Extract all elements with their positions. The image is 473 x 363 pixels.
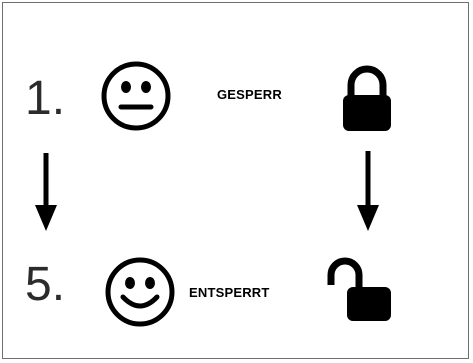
smiling-face-icon bbox=[105, 257, 175, 327]
neutral-face-icon bbox=[101, 61, 171, 131]
status-label-locked: GESPERR bbox=[217, 87, 282, 102]
padlock-open-icon bbox=[327, 257, 391, 321]
step-number-1: 1. bbox=[25, 72, 66, 125]
padlock-closed-icon bbox=[343, 65, 391, 131]
arrow-down-icon bbox=[35, 153, 57, 231]
arrow-down-icon bbox=[357, 151, 379, 231]
status-label-unlocked: ENTSPERRT bbox=[189, 285, 270, 300]
step-number-5: 5. bbox=[25, 258, 66, 311]
diagram-frame: 1. GESPERR 5. ENTSPERRT bbox=[2, 2, 469, 359]
